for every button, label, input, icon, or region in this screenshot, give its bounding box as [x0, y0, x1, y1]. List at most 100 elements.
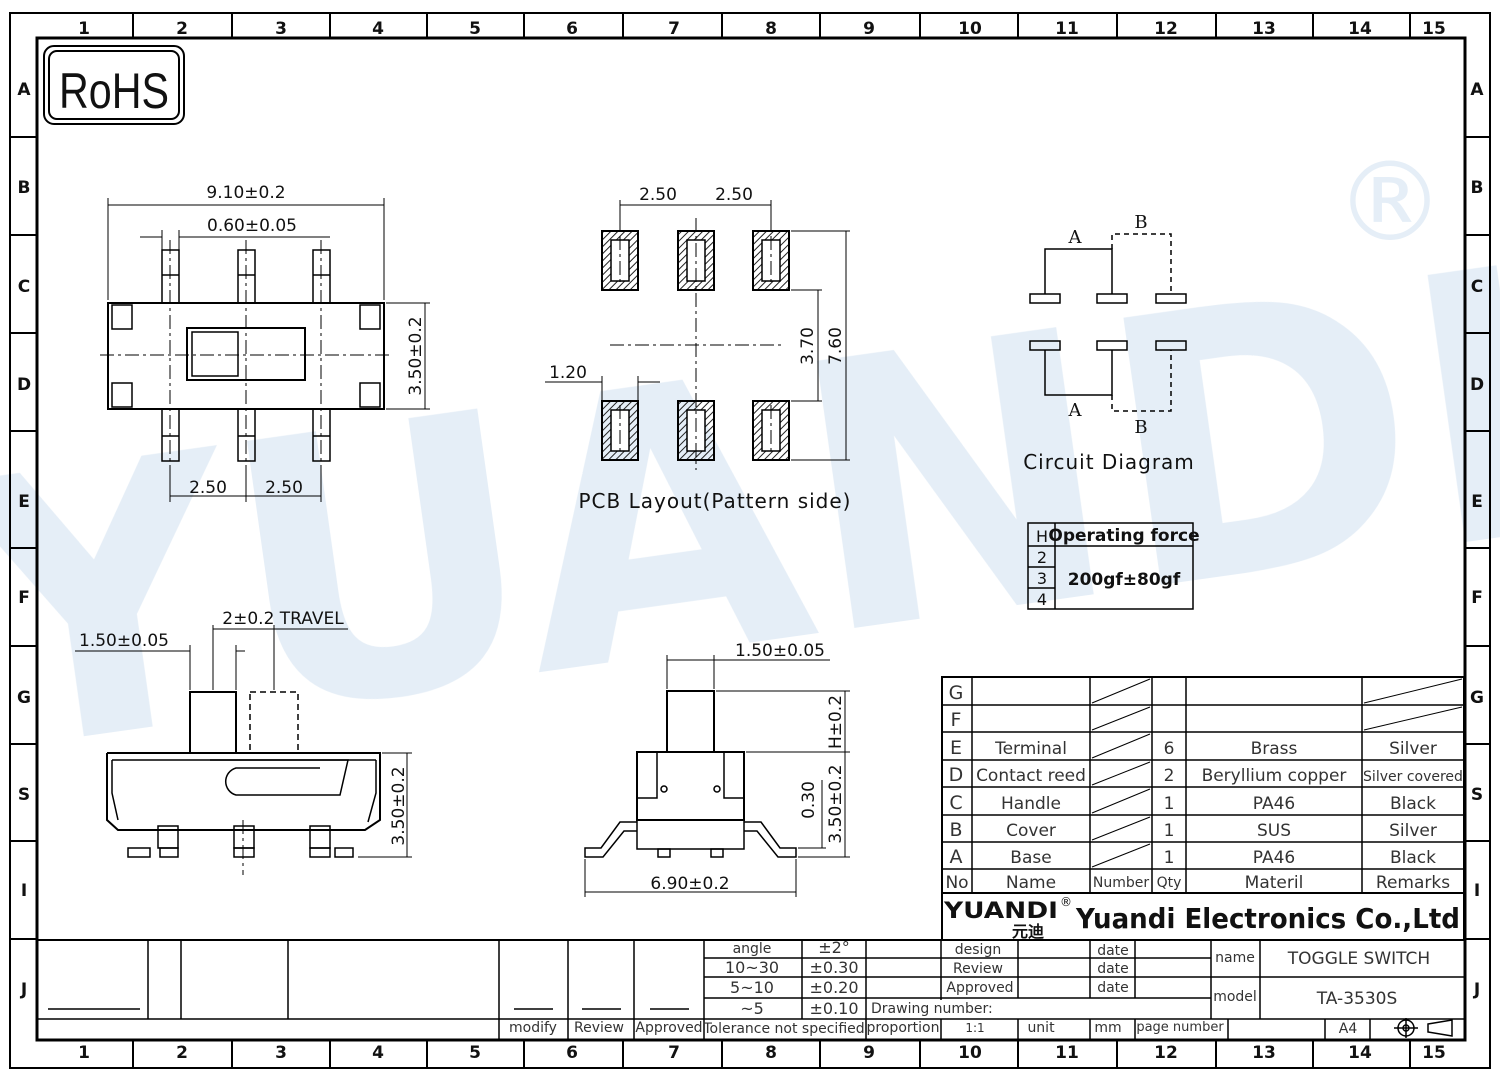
row-label-left: I	[21, 881, 27, 901]
tol-range: 5~10	[730, 978, 774, 997]
col-label-top: 8	[765, 19, 777, 39]
tb-sheet: A4	[1339, 1021, 1358, 1037]
grid-labels: 1122334455667788991010111112121313141415…	[10, 13, 1490, 1068]
row-label-right: J	[1473, 980, 1480, 1000]
tol-value: ±0.20	[809, 978, 858, 997]
force-value: 200gf±80gf	[1068, 570, 1181, 590]
col-label-top: 10	[958, 19, 982, 39]
col-label-bottom: 3	[275, 1043, 287, 1063]
bom-h-remarks: Remarks	[1376, 873, 1450, 893]
tb-name-value: TOGGLE SWITCH	[1287, 949, 1430, 969]
circuit-b-top: B	[1134, 212, 1147, 233]
pcb-inner-dim: 3.70	[798, 327, 818, 365]
end-stem-dim: 1.50±0.05	[735, 641, 825, 661]
col-label-top: 4	[372, 19, 384, 39]
drawing-frame	[9, 12, 1491, 1069]
bom-h-name: Name	[1006, 873, 1056, 893]
row-label-left: E	[18, 492, 30, 512]
company-bar: YUANDI ® 元迪 Yuandi Electronics Co.,Ltd	[941, 892, 1465, 941]
tb-tol-note: Tolerance not specified	[702, 1021, 864, 1037]
tb-design: design	[955, 942, 1001, 958]
tol-range: 10~30	[725, 958, 779, 977]
bom-name: Handle	[1001, 794, 1061, 814]
tb-approved2: Approved	[946, 980, 1013, 996]
end-width-dim: 6.90±0.2	[650, 874, 729, 894]
end-h-dim: H±0.2	[826, 695, 846, 749]
tb-date-3: date	[1097, 980, 1129, 996]
tb-model-value: TA-3530S	[1316, 989, 1398, 1009]
bom-no: D	[949, 764, 964, 786]
bom-no: F	[951, 709, 962, 731]
col-label-top: 12	[1154, 19, 1178, 39]
pcb-outer-dim: 7.60	[826, 327, 846, 365]
pcb-pitch-right: 2.50	[715, 185, 753, 205]
pcb-pitch-left: 2.50	[639, 185, 677, 205]
bom-remarks: Black	[1390, 794, 1436, 814]
company-logo-cn: 元迪	[1012, 922, 1044, 941]
top-height-dim: 3.50±0.2	[406, 316, 426, 395]
circuit-diagram	[1029, 233, 1187, 412]
col-label-bottom: 4	[372, 1043, 384, 1063]
bom-material: SUS	[1257, 821, 1291, 841]
bom-name: Cover	[1006, 821, 1056, 841]
col-label-top: 1	[78, 19, 90, 39]
row-label-right: C	[1471, 277, 1483, 297]
col-label-bottom: 5	[469, 1043, 481, 1063]
tol-value: ±0.10	[809, 999, 858, 1018]
bom-qty: 6	[1164, 739, 1175, 759]
col-label-top: 11	[1055, 19, 1079, 39]
tol-value: ±2°	[818, 938, 850, 957]
end-thick-dim: 0.30	[799, 781, 819, 819]
row-label-left: S	[18, 785, 30, 805]
company-logo: YUANDI	[943, 899, 1058, 924]
tb-name-label: name	[1215, 950, 1255, 966]
bom-material: PA46	[1253, 794, 1295, 814]
row-label-right: G	[1470, 688, 1484, 708]
top-pitch-left: 2.50	[189, 478, 227, 498]
tb-proportion: proportion	[867, 1020, 940, 1036]
row-label-left: C	[18, 277, 30, 297]
row-label-right: A	[1470, 80, 1484, 100]
bom-qty: 1	[1164, 794, 1175, 814]
projection-symbol-icon	[1394, 1018, 1453, 1038]
bom-material: PA46	[1253, 848, 1295, 868]
row-label-left: J	[20, 980, 27, 1000]
col-label-bottom: 14	[1348, 1043, 1372, 1063]
tb-drawing-number: Drawing number:	[871, 1001, 993, 1017]
bom-name: Base	[1010, 848, 1051, 868]
col-label-top: 2	[176, 19, 188, 39]
company-name: Yuandi Electronics Co.,Ltd	[1075, 902, 1460, 935]
col-label-bottom: 11	[1055, 1043, 1079, 1063]
top-width-dim: 9.10±0.2	[206, 183, 285, 203]
force-table	[1027, 522, 1194, 610]
tb-approved: Approved	[635, 1020, 702, 1036]
tb-page-number: page number	[1136, 1020, 1224, 1035]
col-label-top: 13	[1252, 19, 1276, 39]
bom-name: Contact reed	[976, 766, 1086, 786]
col-label-bottom: 6	[566, 1043, 578, 1063]
col-label-top: 14	[1348, 19, 1372, 39]
row-label-left: G	[17, 688, 31, 708]
bom-no: B	[949, 819, 962, 841]
bom-qty: 1	[1164, 821, 1175, 841]
bom-table	[941, 676, 1465, 894]
force-header-h: H	[1036, 527, 1048, 546]
tolerance-rows: angle±2°10~30±0.305~10±0.20~5±0.10	[725, 938, 859, 1018]
row-label-left: F	[18, 588, 30, 608]
col-label-bottom: 13	[1252, 1043, 1276, 1063]
bom-remarks: Silver covered	[1363, 769, 1463, 785]
tb-unit: unit	[1027, 1020, 1055, 1036]
col-label-bottom: 12	[1154, 1043, 1178, 1063]
col-label-bottom: 9	[863, 1043, 875, 1063]
tb-mm: mm	[1094, 1020, 1121, 1036]
circuit-label: Circuit Diagram	[1023, 450, 1195, 474]
company-logo-registered: ®	[1060, 895, 1072, 909]
tb-model-label: model	[1213, 989, 1257, 1005]
rohs-badge: RoHS	[43, 45, 185, 125]
col-label-bottom: 15	[1422, 1043, 1446, 1063]
tol-range: angle	[733, 941, 772, 957]
tb-date-1: date	[1097, 943, 1129, 959]
tol-range: ~5	[740, 999, 764, 1018]
col-label-bottom: 1	[78, 1043, 90, 1063]
